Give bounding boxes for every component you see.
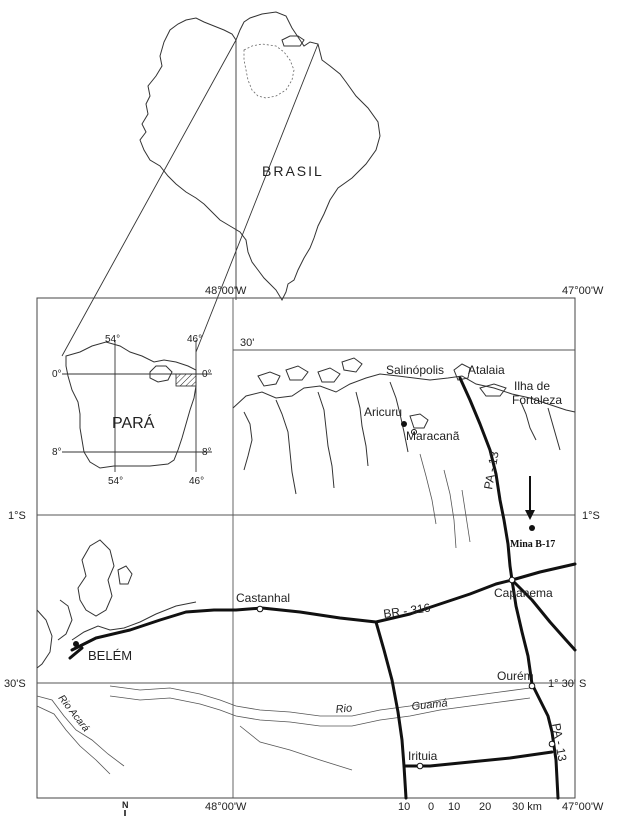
inset-lat-8-left: 8° — [52, 447, 62, 458]
ourem-marker — [528, 682, 536, 690]
projection-lines — [61, 39, 319, 357]
para-inset: 54° 46° 0° 0° 8° 8° 54° 46° PARÁ — [52, 334, 212, 487]
coord-1s-right: 1°S — [582, 510, 600, 522]
label-ourem: Ourém — [497, 669, 534, 683]
inset-lat-0-left: 0° — [52, 369, 62, 380]
belem-estuary — [36, 539, 197, 669]
label-belem: BELÉM — [88, 648, 132, 663]
scale-tick-2: 10 — [448, 801, 460, 813]
irituia-marker — [416, 762, 424, 770]
inset-lon-54-bottom: 54° — [108, 476, 123, 487]
place-markers — [73, 421, 556, 770]
mina-arrow — [525, 476, 535, 520]
coord-bottom-47: 47°00'W — [562, 801, 604, 813]
coordinate-labels: 48°00'W 47°00'W 30' 1°S 1°S 30'S 1° 30' … — [4, 285, 604, 813]
para-label: PARÁ — [112, 413, 155, 432]
scale-bar: 10 0 10 20 30 km — [398, 801, 542, 813]
label-ilha-line1: Ilha de — [514, 379, 550, 393]
maracana-marker — [411, 429, 417, 435]
aricuru-marker — [401, 421, 407, 427]
inset-lat-8-right: 8° — [202, 447, 212, 458]
road-labels: BR - 316 PA - 13 PA - 13 — [382, 450, 569, 763]
label-salinopolis: Salinópolis — [386, 363, 444, 377]
label-aricuru: Aricuru — [364, 405, 402, 419]
scale-tick-3: 20 — [479, 801, 491, 813]
coord-lat-30: 30' — [240, 337, 254, 349]
rivers — [36, 453, 531, 775]
pa13-junction-marker — [548, 740, 556, 748]
inset-lon-46-bottom: 46° — [189, 476, 204, 487]
label-br316: BR - 316 — [382, 600, 431, 620]
label-capanema: Capanema — [494, 586, 553, 600]
label-mina: Mina B-17 — [510, 539, 555, 550]
label-irituia: Irituia — [408, 749, 438, 763]
coord-1s-left: 1°S — [8, 510, 26, 522]
north-arrow: N — [122, 800, 129, 816]
inset-lat-0-right: 0° — [202, 369, 212, 380]
brazil-outline: BRASIL — [139, 11, 381, 302]
brazil-label: BRASIL — [262, 163, 324, 179]
capanema-marker — [508, 576, 516, 584]
label-rio: Rio — [335, 702, 353, 716]
label-maracana: Maracanã — [406, 429, 460, 443]
castanhal-marker — [256, 605, 264, 613]
label-atalaia: Atalaia — [468, 363, 505, 377]
place-labels: Salinópolis Atalaia Ilha de Fortaleza Ar… — [88, 363, 562, 763]
coord-top-48: 48°00'W — [205, 285, 247, 297]
study-area-box — [175, 373, 197, 387]
scale-tick-0: 10 — [398, 801, 410, 813]
scale-tick-1: 0 — [428, 801, 434, 813]
label-pa13-south: PA - 13 — [549, 722, 570, 763]
label-ilha-line2: Fortaleza — [512, 393, 562, 407]
map-frame — [36, 297, 576, 799]
label-castanhal: Castanhal — [236, 591, 290, 605]
label-guama: Guamá — [411, 697, 448, 713]
inset-lon-54-top: 54° — [105, 334, 120, 345]
coord-top-47: 47°00'W — [562, 285, 604, 297]
north-label: N — [122, 800, 129, 810]
mina-marker — [529, 525, 535, 531]
coord-30s-left: 30'S — [4, 678, 26, 690]
river-labels: Rio Acará Rio Guamá — [56, 693, 449, 734]
scale-tick-4: 30 km — [512, 801, 542, 813]
coord-130s-right: 1° 30' S — [548, 678, 586, 690]
coord-bottom-48: 48°00'W — [205, 801, 247, 813]
belem-marker — [73, 641, 79, 647]
inset-lon-46-top: 46° — [187, 334, 202, 345]
label-pa13-north: PA - 13 — [481, 450, 502, 491]
coastline — [232, 357, 576, 495]
label-rio-acara: Rio Acará — [56, 693, 92, 734]
